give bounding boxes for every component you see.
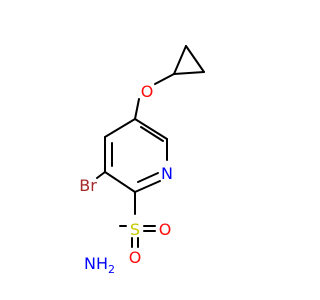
- amine-label: NH: [84, 254, 108, 273]
- atom-bromine: Br: [79, 176, 97, 195]
- atom-ether-oxygen: O: [141, 82, 154, 101]
- bond-group: [96, 45, 205, 248]
- bond-cyclopropyl-1: [173, 45, 187, 75]
- bond-ring-c2-c3: [104, 171, 136, 193]
- atom-sulfur: S: [130, 220, 140, 239]
- atom-sulfonyl-oxygen-bottom: O: [129, 248, 142, 267]
- bond-ring-c5-c6-double: [140, 126, 164, 142]
- bond-ring-n-c2: [134, 180, 161, 193]
- atom-sulfonyl-oxygen-right: O: [159, 220, 172, 239]
- bond-cyclopropyl-oxygen: [154, 73, 175, 85]
- molecule-drawing: O Br N S O O NH2: [79, 45, 205, 276]
- bond-cyclopropyl-2: [185, 45, 205, 73]
- atom-amine-nitrogen: NH2: [84, 254, 115, 276]
- bond-ring-c5-c6: [134, 118, 168, 140]
- bond-ring-n-c2-double: [137, 172, 159, 183]
- bond-oxygen-ring: [134, 98, 140, 120]
- bond-ring-c4-c5: [104, 118, 136, 138]
- structure-canvas: O Br N S O O NH2: [79, 45, 205, 276]
- bond-c3-bromine: [96, 171, 106, 179]
- atom-ring-nitrogen: N: [161, 164, 173, 183]
- bond-cyclopropyl-3: [173, 71, 205, 75]
- amine-subscript: 2: [108, 263, 115, 276]
